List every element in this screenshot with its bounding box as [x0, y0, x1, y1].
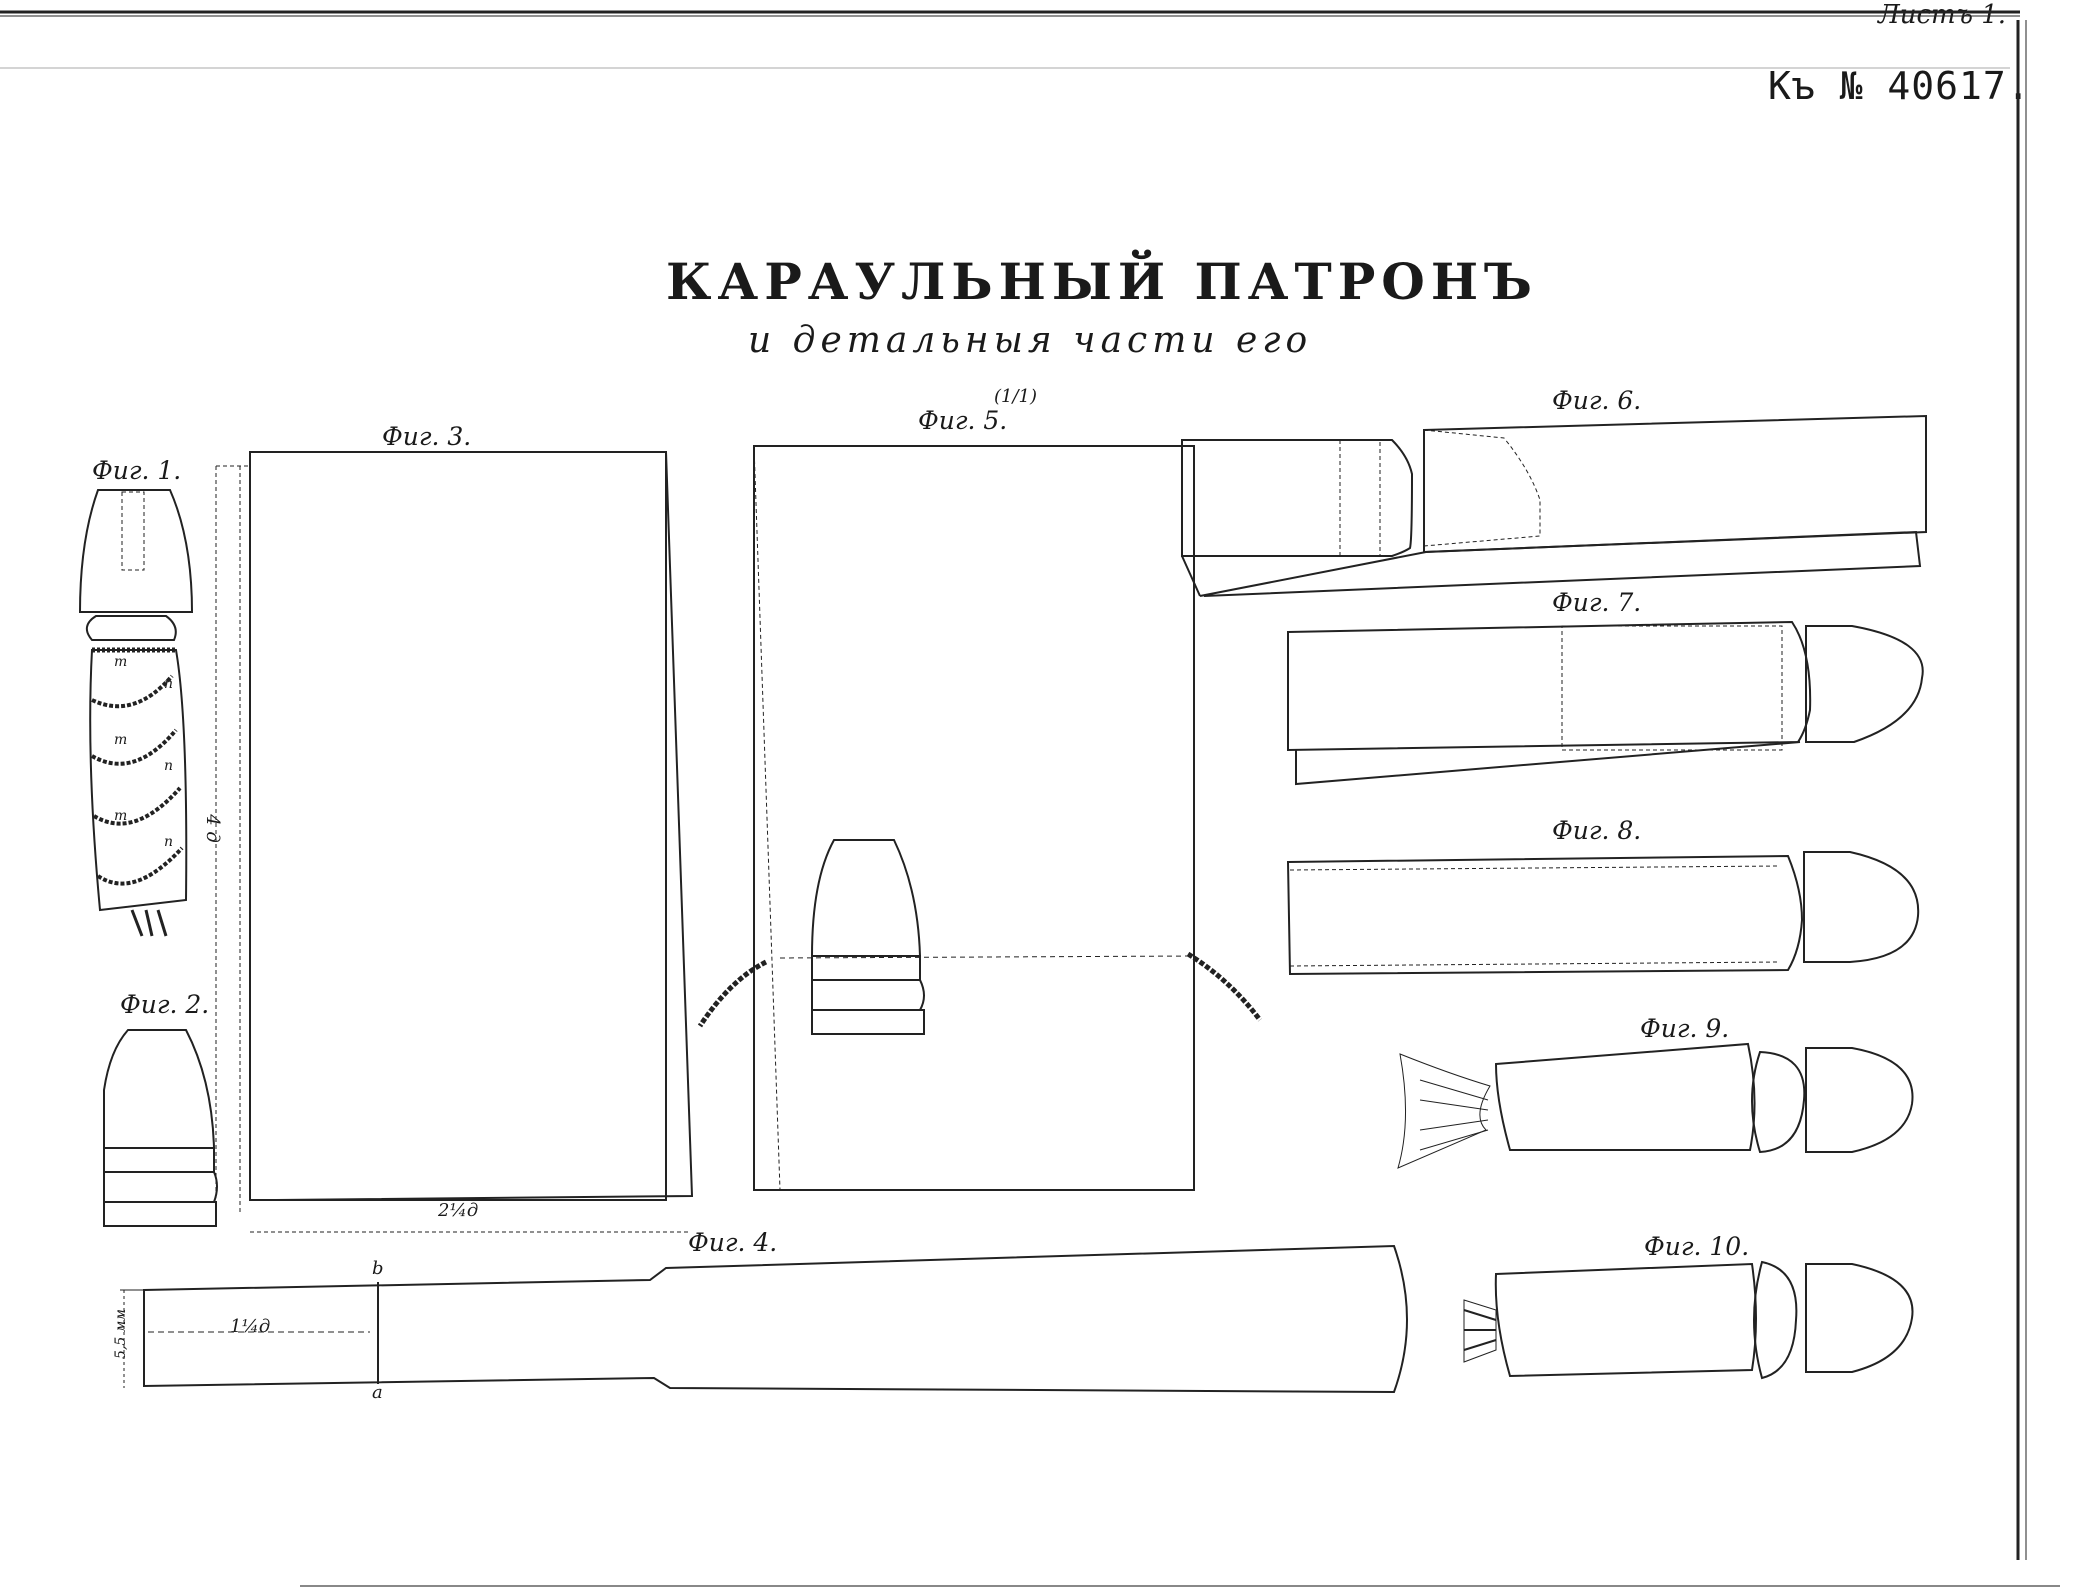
fig6-label: Фиг. 6. — [1552, 386, 1642, 415]
patent-number: Къ № 40617. — [1768, 64, 2031, 108]
mark-m-2: m — [114, 732, 128, 748]
mark-n-2: n — [164, 758, 174, 774]
fig8-wrapped-cartridge — [1286, 851, 1920, 976]
point-b-label: b — [372, 1258, 384, 1279]
mark-m-1: m — [114, 654, 128, 670]
fig10-label: Фиг. 10. — [1644, 1232, 1750, 1261]
fig9-label: Фиг. 9. — [1640, 1014, 1730, 1043]
fig2-bullet-wads — [103, 1029, 218, 1227]
mark-n-1: n — [164, 676, 174, 692]
fig5-scale: (1/1) — [994, 386, 1038, 407]
fig4-label: Фиг. 4. — [688, 1228, 778, 1257]
fig3-width-dim: 2¼д — [438, 1200, 479, 1221]
drawing-title: КАРАУЛЬНЫЙ ПАТРОНЪ — [666, 252, 1538, 311]
fig3-label: Фиг. 3. — [382, 422, 472, 451]
point-a-label: a — [372, 1382, 383, 1403]
fig7-label: Фиг. 7. — [1552, 588, 1642, 617]
fig6-wrapped-cartridge — [1181, 414, 1927, 597]
fig8-label: Фиг. 8. — [1552, 816, 1642, 845]
fig3-paper-sheet — [215, 451, 694, 1233]
fig1-label: Фиг. 1. — [92, 456, 182, 485]
sheet-frame — [0, 10, 2060, 1587]
fig10-tied-cartridge — [1463, 1260, 1914, 1380]
fig5-paper-with-bullet — [697, 445, 1262, 1191]
fig1-cartridge — [78, 489, 194, 937]
fig9-tied-cartridge — [1397, 1042, 1914, 1169]
drawing-subtitle: и детальныя части его — [748, 320, 1313, 361]
fig2-label: Фиг. 2. — [120, 990, 210, 1019]
sheet-number: Листъ 1. — [1878, 0, 2007, 30]
fig5-label: Фиг. 5. — [918, 406, 1008, 435]
mark-n-3: n — [164, 834, 174, 850]
mark-m-3: m — [114, 808, 128, 824]
fig4-paper-tube — [120, 1244, 1408, 1394]
fig7-wrapped-cartridge — [1287, 620, 1924, 786]
